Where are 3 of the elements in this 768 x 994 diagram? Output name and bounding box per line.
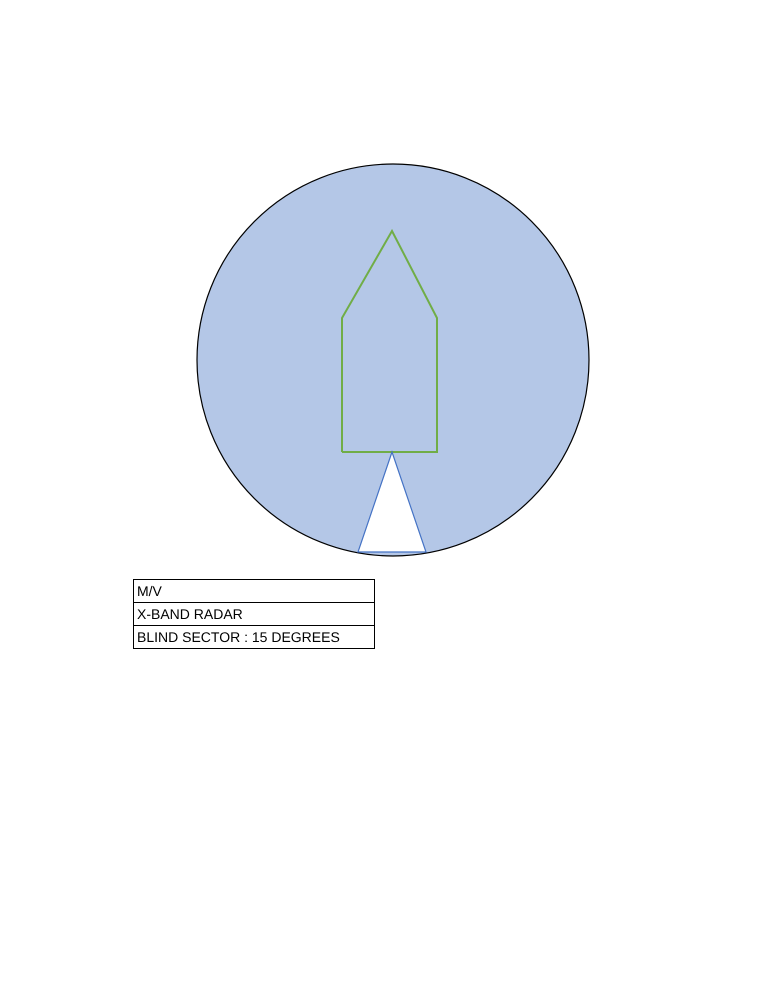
- table-cell: M/V: [134, 580, 374, 602]
- table-cell: X-BAND RADAR: [134, 602, 374, 626]
- table-cell: BLIND SECTOR : 15 DEGREES: [134, 626, 374, 648]
